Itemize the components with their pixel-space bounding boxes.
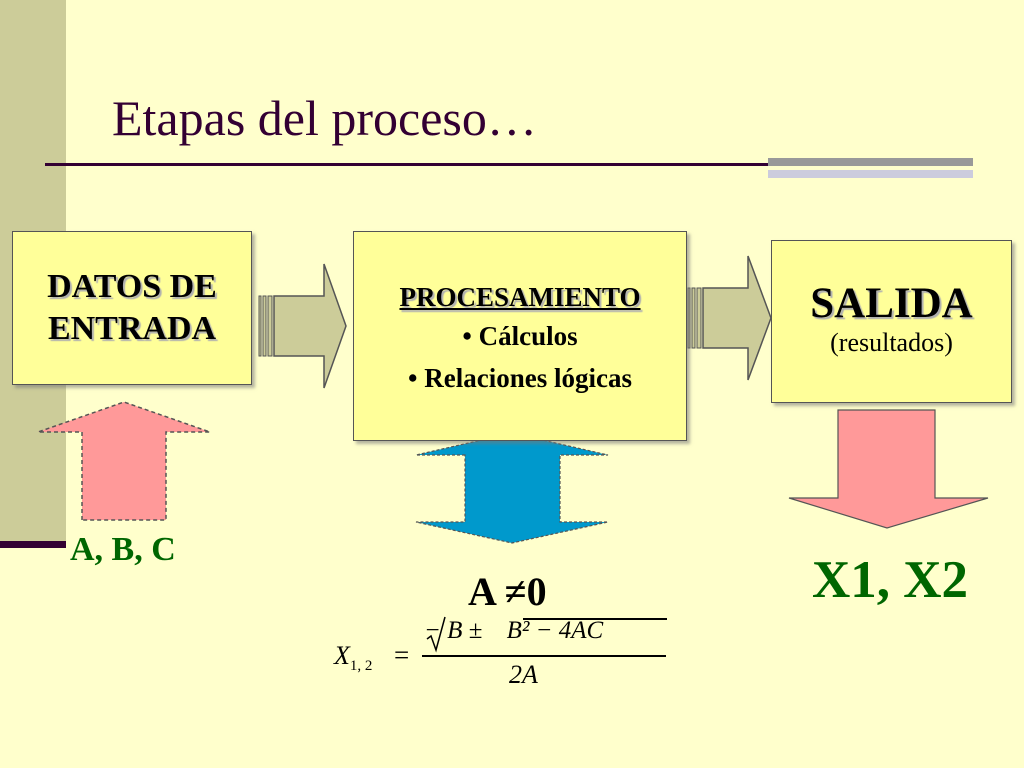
formula-equals: = [394, 640, 410, 670]
formula-lhs: X1, 2 [334, 641, 373, 675]
procesamiento-box: PROCESAMIENTO • Cálculos • Relaciones ló… [353, 231, 687, 441]
arrow-output-down [788, 409, 989, 529]
arrow-proc-to-salida [687, 255, 772, 381]
salida-heading: SALIDA [810, 280, 973, 327]
output-vars-label: X1, X2 [812, 551, 969, 609]
title-rule [45, 163, 970, 166]
procesamiento-heading: PROCESAMIENTO [399, 282, 641, 312]
sqrt-overline [523, 618, 667, 620]
arrow-input-up [37, 401, 211, 521]
condition-label: A ≠0 [468, 569, 547, 614]
fraction-bar [422, 655, 666, 657]
input-vars-label: A, B, C [70, 531, 176, 568]
entrada-line2: ENTRADA [47, 310, 217, 347]
side-decor-line [0, 541, 66, 548]
title-accent [768, 158, 973, 178]
arrow-entrada-to-proc [258, 263, 347, 389]
sqrt-symbol [426, 616, 446, 653]
slide-title: Etapas del proceso… [112, 90, 537, 146]
procesamiento-item-calculos: • Cálculos [462, 321, 578, 351]
datos-entrada-box: DATOS DE ENTRADA [12, 231, 252, 385]
arrow-proc-double [415, 432, 609, 544]
formula-numerator: − B ± B² − 4AC [424, 617, 604, 644]
entrada-line1: DATOS DE [47, 268, 217, 305]
salida-subtitle: (resultados) [830, 328, 953, 357]
procesamiento-item-relaciones: • Relaciones lógicas [408, 363, 632, 393]
formula-denominator: 2A [509, 660, 538, 689]
salida-box: SALIDA (resultados) [771, 240, 1012, 403]
